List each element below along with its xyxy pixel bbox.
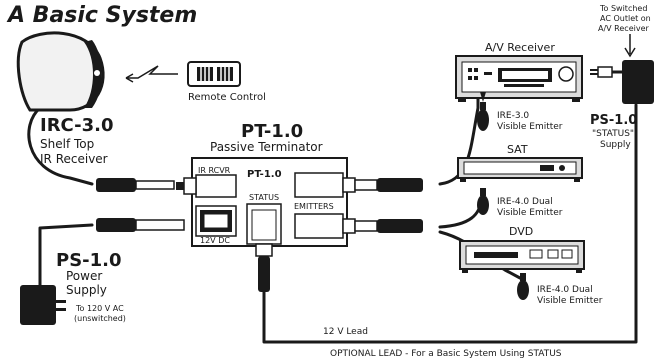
cable-ir-receiver [27,106,94,186]
dc-label: 12V DC [200,236,230,245]
dc-jack [96,205,237,237]
cable-status-lead [262,103,638,344]
cable-power-supply [38,223,94,287]
irc-line2: IR Receiver [40,152,108,166]
dvd-player [459,240,585,273]
remote-control [187,61,241,87]
remote-label: Remote Control [188,92,266,103]
ir-receiver [16,31,105,112]
sat-label: SAT [507,143,528,156]
switched-line1: To Switched [599,4,647,13]
ps-main-line1: Power [66,269,102,283]
emitter2-line1: IRE-4.0 Dual [497,197,553,207]
av-receiver [455,55,583,102]
emitter1-line1: IRE-3.0 [497,111,529,121]
receiver-label: A/V Receiver [485,41,555,54]
status-label: STATUS [249,193,279,202]
emitter-receiver [477,92,489,131]
emitter2-line2: Visible Emitter [497,208,563,218]
emitter1-line2: Visible Emitter [497,122,563,132]
ir-rcvr-jack [96,174,237,198]
dvd-label: DVD [509,225,533,238]
emitter3-line2: Visible Emitter [537,296,603,306]
pt-panel-label: PT-1.0 [247,169,282,180]
irc-model: IRC-3.0 [40,115,114,136]
switched-line2: AC Outlet on [600,14,651,23]
emitter-jack-1 [294,172,423,198]
emitter-dvd [517,273,529,300]
ps-main-model: PS-1.0 [56,250,122,271]
status-jack [246,203,282,292]
pt-model: PT-1.0 [241,121,303,142]
lead-label: 12 V Lead [323,327,368,337]
power-supply-status [622,60,654,104]
ps-main-line2: Supply [66,283,107,297]
ps-status-line2: Supply [600,140,631,150]
ps-main-note1: To 120 V AC [75,304,124,313]
sat-receiver [457,157,583,182]
optional-lead-label: OPTIONAL LEAD - For a Basic System Using… [330,349,562,359]
switched-line3: A/V Receiver [598,24,650,33]
cable-emitter-receiver [438,90,480,186]
ir-rcvr-label: IR RCVR [198,166,231,175]
emitter-sat [477,188,489,215]
emitter-jack-2 [294,213,423,239]
irc-line1: Shelf Top [40,137,94,151]
switched-arrow-icon [624,34,636,58]
power-supply-main [20,285,66,325]
page-title: A Basic System [6,3,197,28]
switched-plug [590,66,613,78]
emitters-label: EMITTERS [294,202,334,211]
ps-status-model: PS-1.0 [590,113,637,128]
ps-status-line1: "STATUS" [592,129,634,139]
cable-emitter-sat [438,196,484,229]
ir-signal-icon [125,65,178,83]
pt-name: Passive Terminator [210,140,323,154]
emitter3-line1: IRE-4.0 Dual [537,285,593,295]
ps-main-note2: (unswitched) [74,314,126,323]
